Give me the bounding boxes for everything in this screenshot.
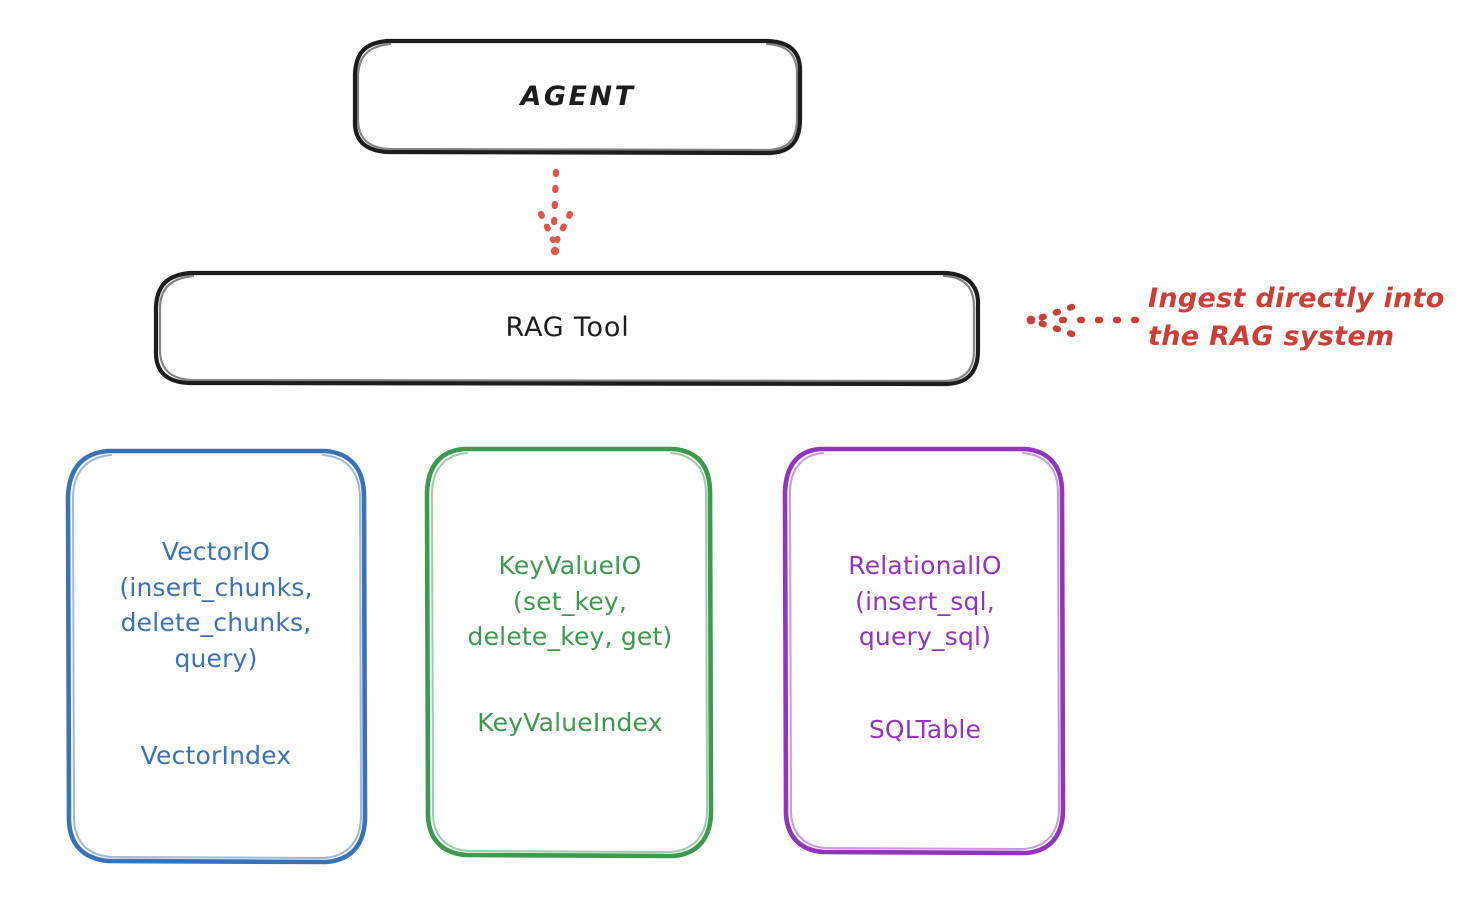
keyvalue-store-index-label: KeyValueIndex xyxy=(477,708,663,737)
agent-node-label: AGENT xyxy=(520,80,636,112)
vector-store-api-label: VectorIO (insert_chunks, delete_chunks, … xyxy=(119,537,313,673)
relational-store-index-label: SQLTable xyxy=(868,715,982,744)
rag-tool-node-label: RAG Tool xyxy=(505,312,630,344)
ingest-arrow-connector xyxy=(1026,303,1140,338)
vector-store-index-label: VectorIndex xyxy=(140,741,292,770)
ingest-annotation-text: Ingest directly into the RAG system xyxy=(1148,283,1445,353)
relational-store-api-label: RelationalIO (insert_sql, query_sql) xyxy=(848,551,1002,651)
agent-to-rag-connector xyxy=(537,168,574,256)
keyvalue-store-api-label: KeyValueIO (set_key, delete_key, get) xyxy=(467,551,673,651)
